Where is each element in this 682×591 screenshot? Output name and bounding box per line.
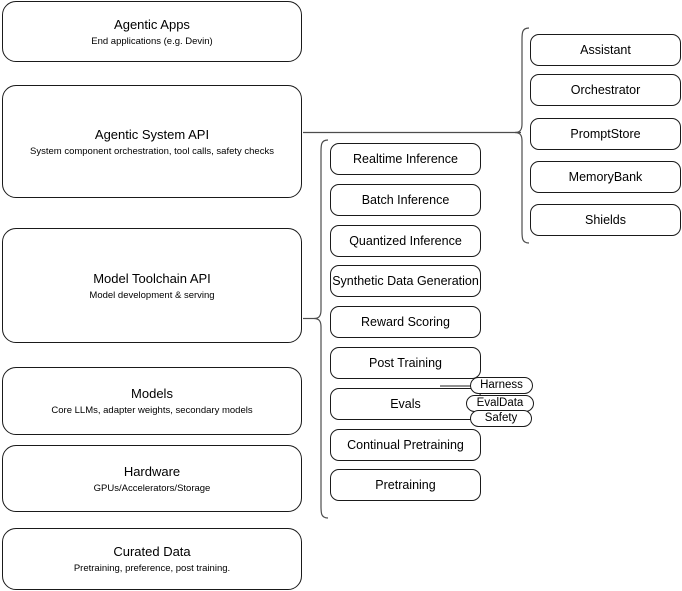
layer-title: Agentic System API [94,126,210,142]
eval-pill-label: Harness [480,379,523,391]
component-synthetic-data-generation[interactable]: Synthetic Data Generation [330,265,481,297]
component-label: Shields [585,212,626,227]
component-realtime-inference[interactable]: Realtime Inference [330,143,481,175]
layer-model-toolchain-api[interactable]: Model Toolchain API Model development & … [2,228,302,343]
layer-curated-data[interactable]: Curated Data Pretraining, preference, po… [2,528,302,590]
eval-pill-harness[interactable]: Harness [470,377,533,394]
layer-subtitle: GPUs/Accelerators/Storage [93,482,211,494]
component-post-training[interactable]: Post Training [330,347,481,379]
layer-title: Agentic Apps [114,16,190,32]
component-label: Quantized Inference [349,233,462,248]
layer-subtitle: System component orchestration, tool cal… [30,145,274,157]
component-orchestrator[interactable]: Orchestrator [530,74,681,106]
layer-agentic-system-api[interactable]: Agentic System API System component orch… [2,85,302,198]
component-label: Batch Inference [361,192,450,207]
component-label: Realtime Inference [353,151,458,166]
component-label: Reward Scoring [361,314,450,329]
layer-subtitle: Core LLMs, adapter weights, secondary mo… [51,405,253,416]
layer-title: Hardware [123,463,181,479]
component-reward-scoring[interactable]: Reward Scoring [330,306,481,338]
component-label: Evals [390,396,421,411]
component-quantized-inference[interactable]: Quantized Inference [330,225,481,257]
layer-agentic-apps[interactable]: Agentic Apps End applications (e.g. Devi… [2,1,302,62]
eval-pill-safety[interactable]: Safety [470,410,532,427]
component-label: Assistant [580,42,631,57]
component-batch-inference[interactable]: Batch Inference [330,184,481,216]
component-label: MemoryBank [568,169,643,184]
component-label: Orchestrator [570,82,641,97]
component-label: Pretraining [375,477,436,492]
component-continual-pretraining[interactable]: Continual Pretraining [330,429,481,461]
layer-title: Curated Data [113,544,191,559]
layer-title: Model Toolchain API [93,270,211,286]
component-pretraining[interactable]: Pretraining [330,469,481,501]
component-label: Post Training [369,355,442,370]
layer-hardware[interactable]: Hardware GPUs/Accelerators/Storage [2,445,302,512]
toolchain-components-brace [313,139,329,519]
component-label: Synthetic Data Generation [332,273,479,288]
component-memorybank[interactable]: MemoryBank [530,161,681,193]
layer-subtitle: Pretraining, preference, post training. [73,563,231,574]
layer-models[interactable]: Models Core LLMs, adapter weights, secon… [2,367,302,435]
component-promptstore[interactable]: PromptStore [530,118,681,150]
component-shields[interactable]: Shields [530,204,681,236]
component-label: PromptStore [570,126,641,141]
component-evals[interactable]: Evals [330,388,481,420]
layer-subtitle: Model development & serving [89,289,215,301]
eval-pill-label: EvalData [476,397,524,409]
component-label: Continual Pretraining [347,437,464,452]
eval-pill-label: Safety [484,412,518,424]
system-components-brace [514,27,530,244]
layer-title: Models [131,386,173,401]
layer-subtitle: End applications (e.g. Devin) [91,35,213,47]
component-assistant[interactable]: Assistant [530,34,681,66]
